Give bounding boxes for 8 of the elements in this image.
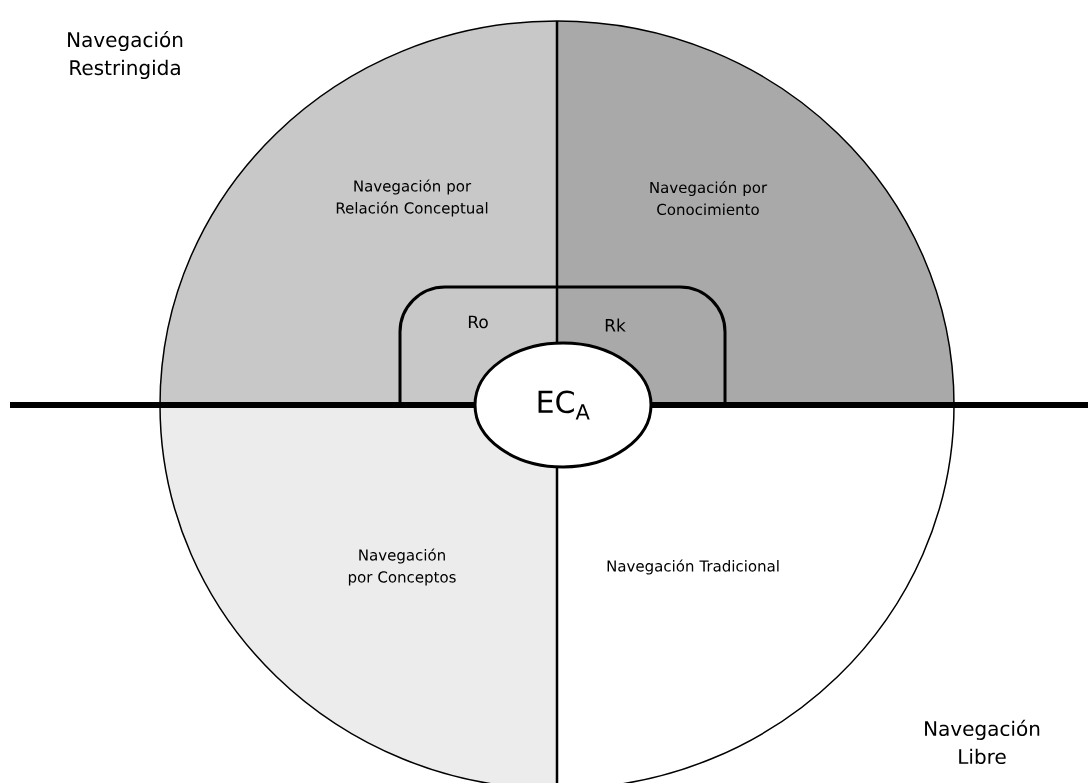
sector-label: Navegación Tradicional <box>607 559 779 575</box>
sector-label: Navegación por Conocimiento <box>650 180 768 216</box>
sector-label: Navegación por Relación Conceptual <box>336 179 488 217</box>
sector-label: Navegación por Conceptos <box>348 548 456 586</box>
corner-label: Navegación Libre <box>925 719 1040 765</box>
corner-label: Navegación Restringida <box>68 30 183 80</box>
region-label: Rk <box>605 318 626 332</box>
region-label: Ro <box>468 315 488 329</box>
